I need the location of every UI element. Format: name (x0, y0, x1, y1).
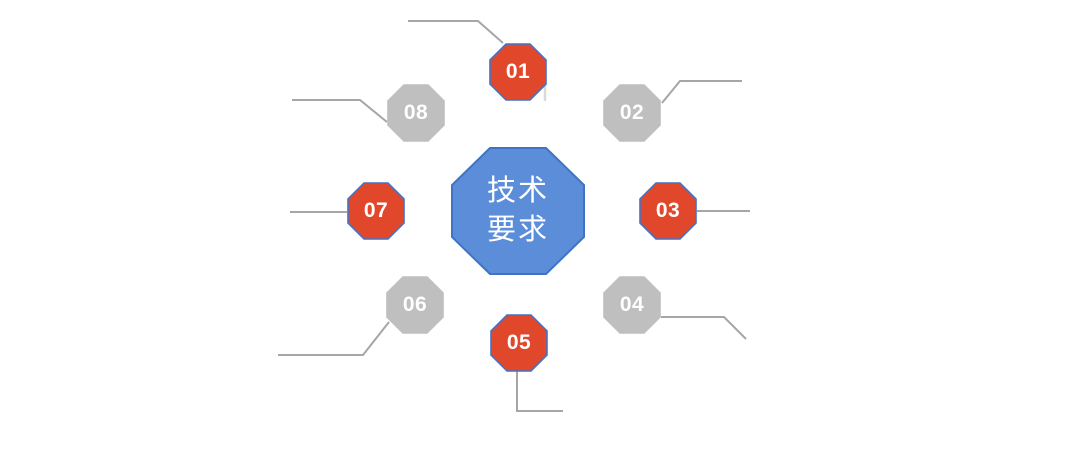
connector-node-05 (516, 371, 563, 412)
node-06-label: 06 (402, 293, 428, 316)
node-01-octagon-shape (489, 43, 547, 101)
connector-node-06 (278, 321, 390, 356)
connector-node-04 (661, 316, 747, 340)
node-05-octagon-shape (490, 314, 548, 372)
node-07-label: 07 (363, 199, 389, 222)
node-06-octagon-shape (386, 276, 444, 334)
node-04-label: 04 (619, 293, 645, 316)
connector-node-02 (661, 80, 742, 104)
node-08-label: 08 (403, 101, 429, 124)
node-08-octagon-shape (387, 84, 445, 142)
node-06: 06 (386, 276, 444, 334)
center-label-line1: 技术 (486, 175, 549, 207)
node-02-octagon-shape (603, 84, 661, 142)
node-05: 05 (490, 314, 548, 372)
center-label-line2: 要求 (486, 214, 549, 246)
node-03-octagon-shape (639, 182, 697, 240)
center-label: 技术 要求 (451, 147, 585, 275)
node-03: 03 (639, 182, 697, 240)
node-02: 02 (603, 84, 661, 142)
node-05-label: 05 (506, 331, 532, 354)
node-02-label: 02 (619, 101, 645, 124)
node-01: 01 (489, 43, 547, 101)
node-07-octagon-shape (347, 182, 405, 240)
node-01-label: 01 (505, 60, 531, 83)
connector-node-08 (292, 99, 388, 123)
connector-node-01 (408, 20, 504, 44)
center-node: 技术 要求 (451, 147, 585, 275)
center-octagon-shape (451, 147, 585, 275)
node-04-octagon-shape (603, 276, 661, 334)
node-08: 08 (387, 84, 445, 142)
node-07: 07 (347, 182, 405, 240)
node-03-label: 03 (655, 199, 681, 222)
node-04: 04 (603, 276, 661, 334)
